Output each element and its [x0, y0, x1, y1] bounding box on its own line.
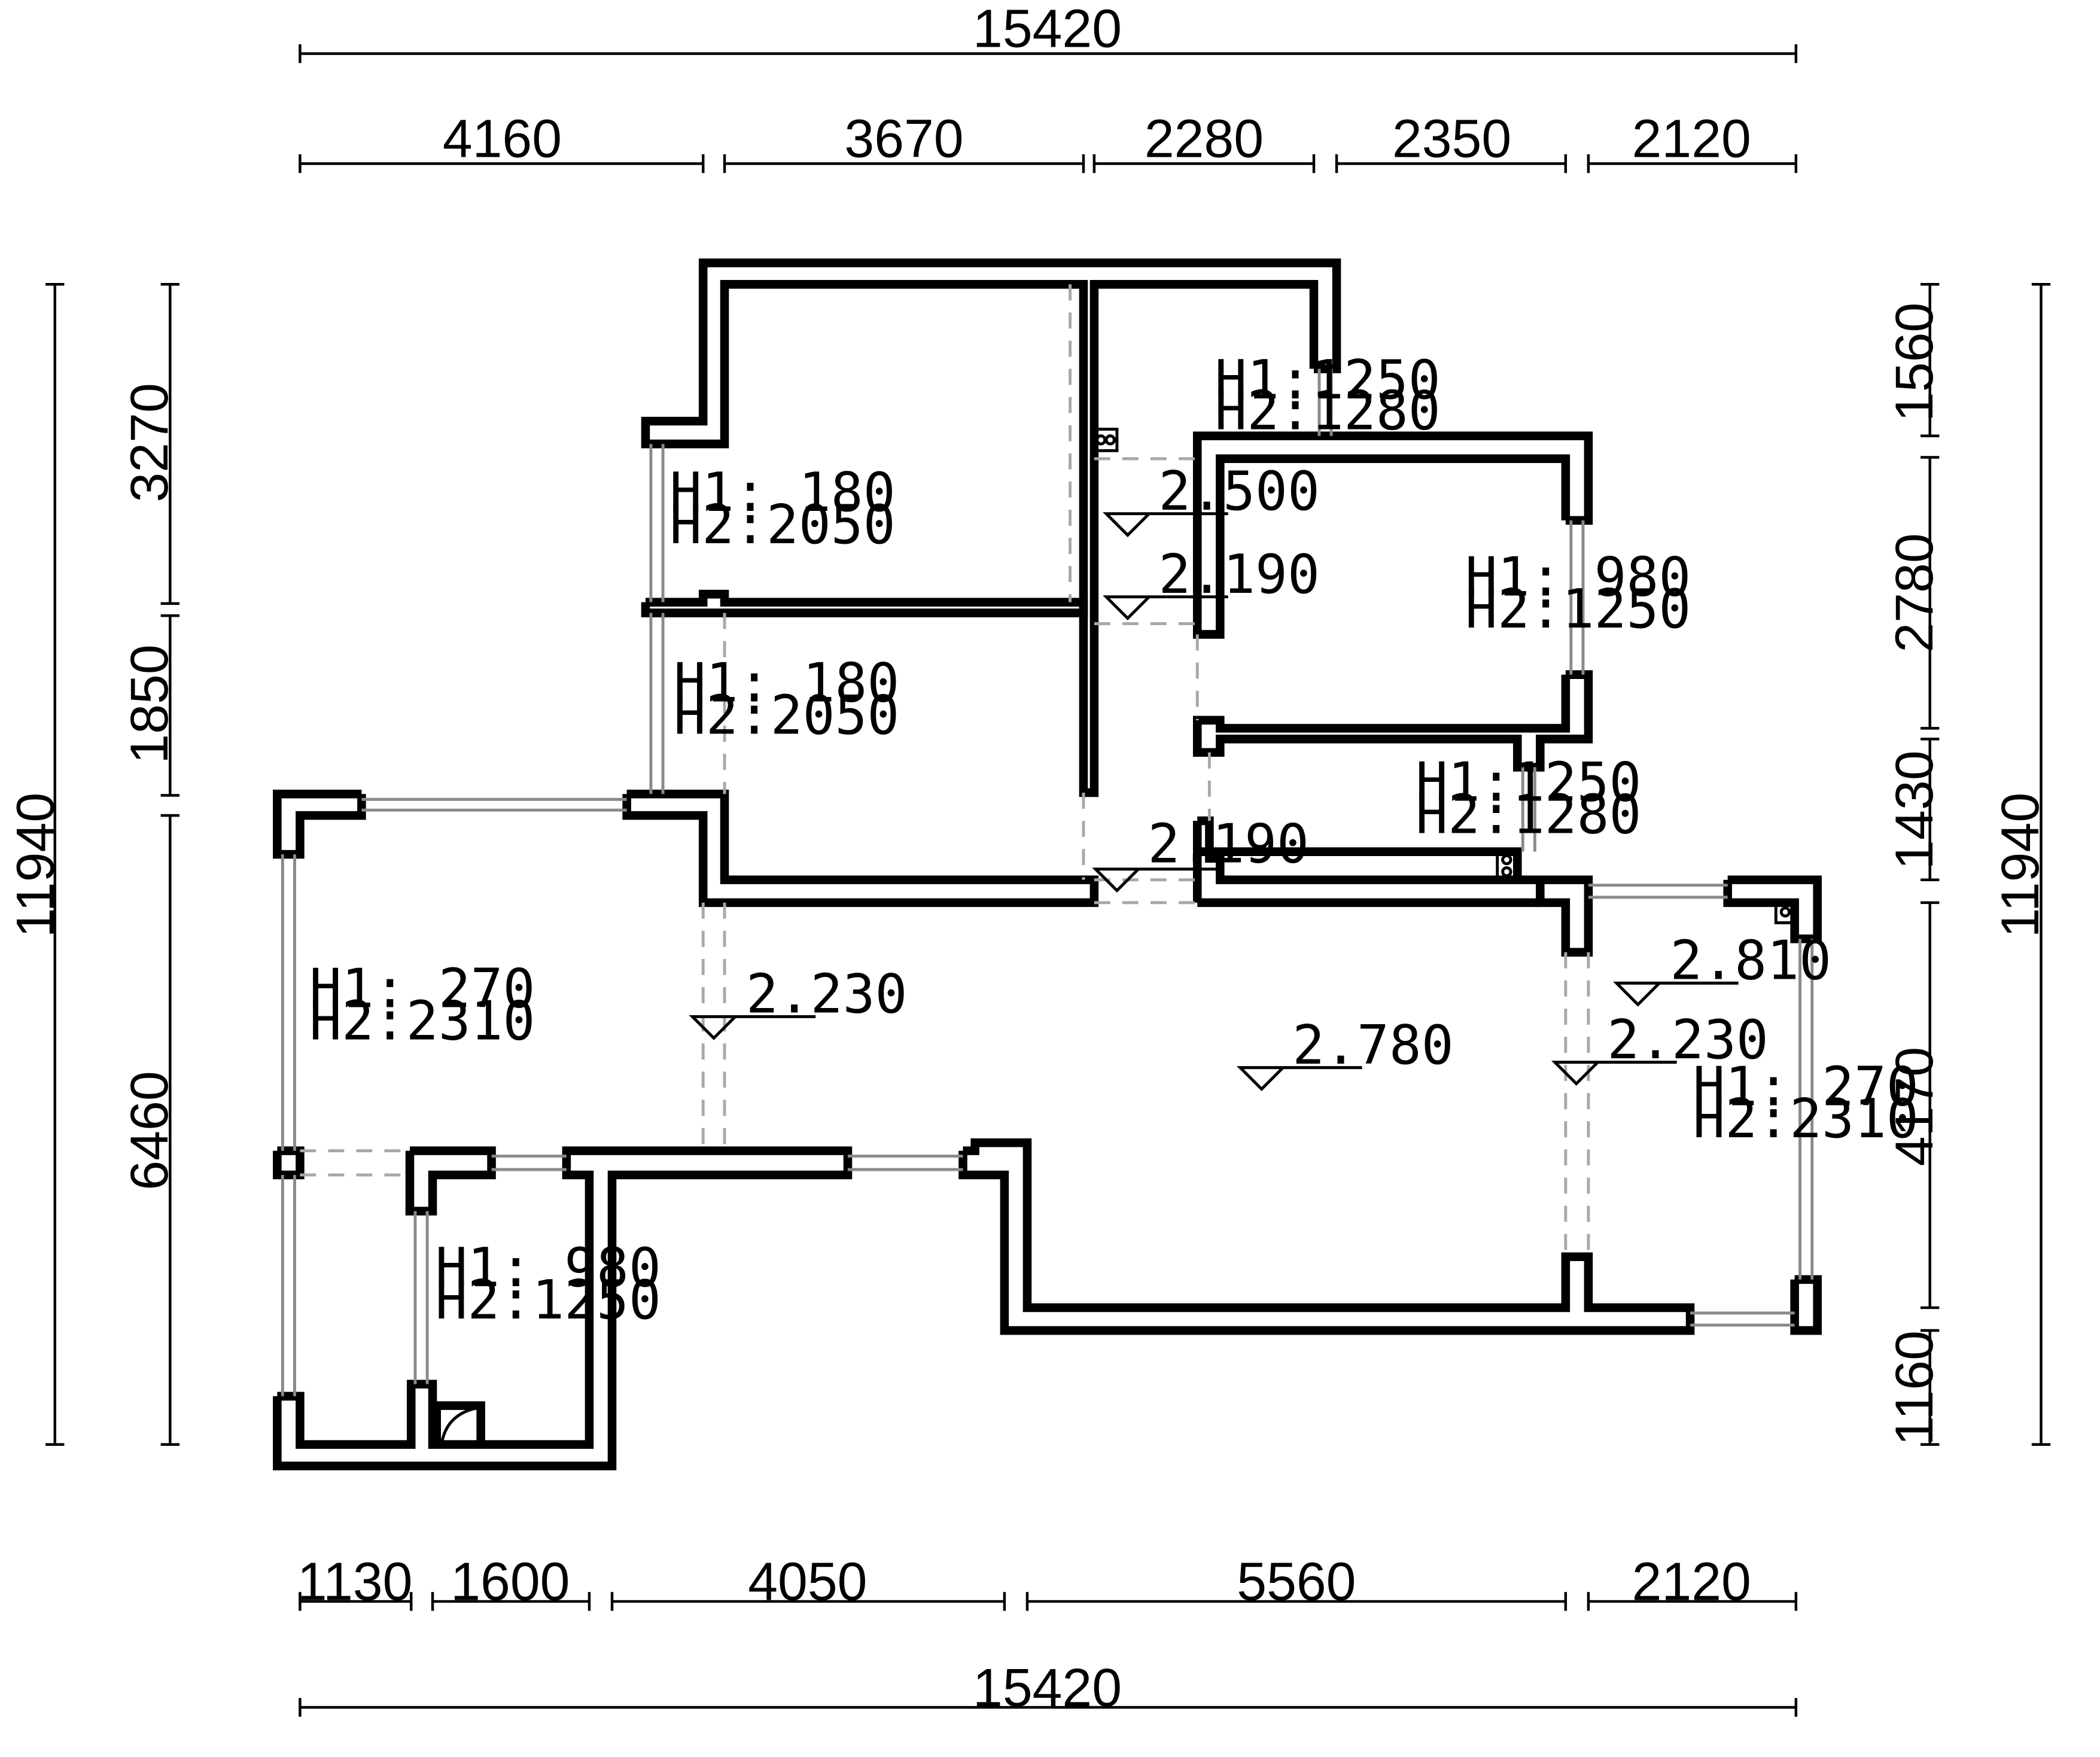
dimension-label: 2280 [1145, 108, 1264, 168]
window-note-h2: H2:2310 [309, 990, 535, 1052]
window-note-h1: H1:1250 [1215, 349, 1440, 412]
dimension-bottom-segments: 1130 1600 4050 5560 2120 [297, 1552, 1798, 1612]
dimension-label: 11940 [5, 793, 65, 938]
dimension-label: 15420 [973, 1658, 1122, 1718]
svg-text:2.230: 2.230 [1607, 1009, 1769, 1071]
dimension-label: 1560 [1884, 303, 1944, 422]
level-marker: 2.190 [1092, 814, 1309, 893]
dimension-label: 1430 [1884, 750, 1944, 870]
level-marker: 2.190 [1103, 544, 1320, 621]
window-note-h1: H1: 980 [1465, 546, 1691, 608]
dimension-label: 4050 [748, 1552, 867, 1612]
window-note-h2: H2:2050 [669, 494, 895, 556]
svg-text:2.190: 2.190 [1148, 814, 1309, 876]
dimension-label: 6460 [119, 1071, 179, 1190]
dimension-label: 5560 [1237, 1552, 1356, 1612]
dimension-label: 2120 [1632, 108, 1751, 168]
dimension-label: 3670 [844, 108, 963, 168]
windows [281, 369, 1814, 1396]
walls [273, 258, 1822, 1470]
dimension-right-total: 11940 [1990, 283, 2051, 1446]
window-notes: H1:1250 H2:1280 H1: 180 H2:2050 H1: 980 … [309, 349, 1919, 1332]
dimension-label: 4170 [1884, 1047, 1944, 1167]
dimension-label: 15420 [973, 0, 1122, 58]
window-note-h2: H2:1250 [1465, 578, 1691, 641]
dimension-label: 11940 [1990, 793, 2050, 938]
window-note-h1: H1:1250 [1416, 751, 1641, 814]
dimension-label: 3270 [119, 383, 179, 503]
dimension-bottom-total: 15420 [299, 1658, 1798, 1718]
svg-text:2.780: 2.780 [1292, 1015, 1454, 1077]
pipe-fixture-icon [1774, 901, 1797, 924]
pipe-fixture-icon [1092, 427, 1119, 452]
pipe-fixture-icon [1496, 850, 1519, 882]
door-swing-icon [440, 1406, 476, 1442]
dimension-top-segments: 4160 3670 2280 2350 2120 [299, 108, 1798, 173]
dimension-label: 2350 [1392, 108, 1511, 168]
dimension-label: 1600 [451, 1552, 570, 1612]
level-marker: 2.230 [1551, 1009, 1769, 1086]
window-note-h2: H2:2310 [1693, 1088, 1918, 1150]
pipe-fixtures [440, 427, 1797, 1442]
dimension-label: 2780 [1884, 533, 1944, 653]
dimension-left-segments: 3270 1850 6460 [119, 283, 179, 1446]
window-note-h2: H2:1250 [436, 1269, 661, 1332]
svg-text:2.230: 2.230 [746, 964, 908, 1026]
level-marker: 2.230 [689, 964, 908, 1040]
window-note-h1: H1: 270 [309, 958, 535, 1021]
openings [300, 284, 1590, 1257]
svg-text:2.190: 2.190 [1158, 544, 1320, 606]
dimension-label: 1130 [297, 1552, 413, 1612]
dimension-right-segments: 1560 2780 1430 4170 1160 [1884, 283, 1944, 1446]
window-note-h2: H2:1280 [1416, 784, 1641, 846]
dimension-label: 2120 [1632, 1552, 1751, 1612]
window-note-h1: H1: 180 [674, 652, 899, 714]
level-marker: 2.810 [1612, 930, 1831, 1007]
dimension-top-total: 15420 [299, 0, 1798, 63]
dimension-label: 1160 [1884, 1330, 1944, 1446]
level-marker: 2.500 [1103, 461, 1320, 538]
dimension-label: 4160 [443, 108, 562, 168]
level-marker: 2.780 [1236, 1015, 1454, 1091]
dimension-left-total: 11940 [5, 283, 65, 1446]
window-note-h1: H1: 180 [669, 462, 895, 524]
svg-text:2.500: 2.500 [1158, 461, 1320, 523]
window-note-h1: H1: 980 [436, 1237, 661, 1299]
window-note-h2: H2:2050 [674, 684, 899, 747]
svg-text:2.810: 2.810 [1670, 930, 1831, 992]
window-note-h1: H1: 270 [1693, 1056, 1918, 1118]
dimension-label: 1850 [119, 644, 179, 764]
window-note-h2: H2:1280 [1215, 380, 1440, 442]
